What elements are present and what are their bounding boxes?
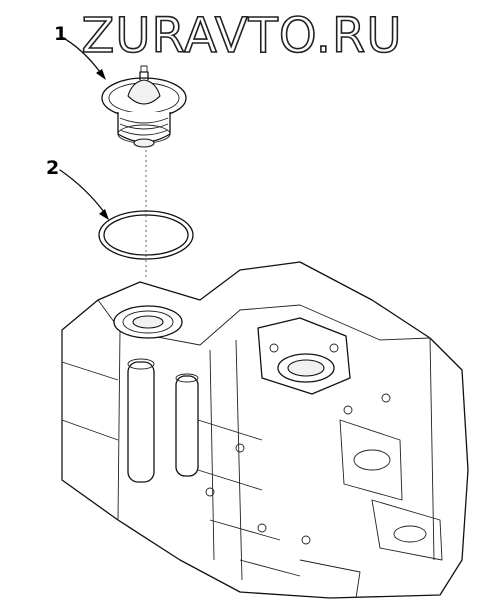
thermostat-part [101,65,187,148]
callout-1: 1 [54,23,106,80]
callout-2: 2 [46,157,109,220]
cylinder-head-part [61,261,469,599]
callout-label-2: 2 [46,157,59,179]
seal-ring-part [98,210,194,260]
callout-label-1: 1 [54,23,67,45]
watermark-text: ZURAVTO.RU [82,8,403,64]
